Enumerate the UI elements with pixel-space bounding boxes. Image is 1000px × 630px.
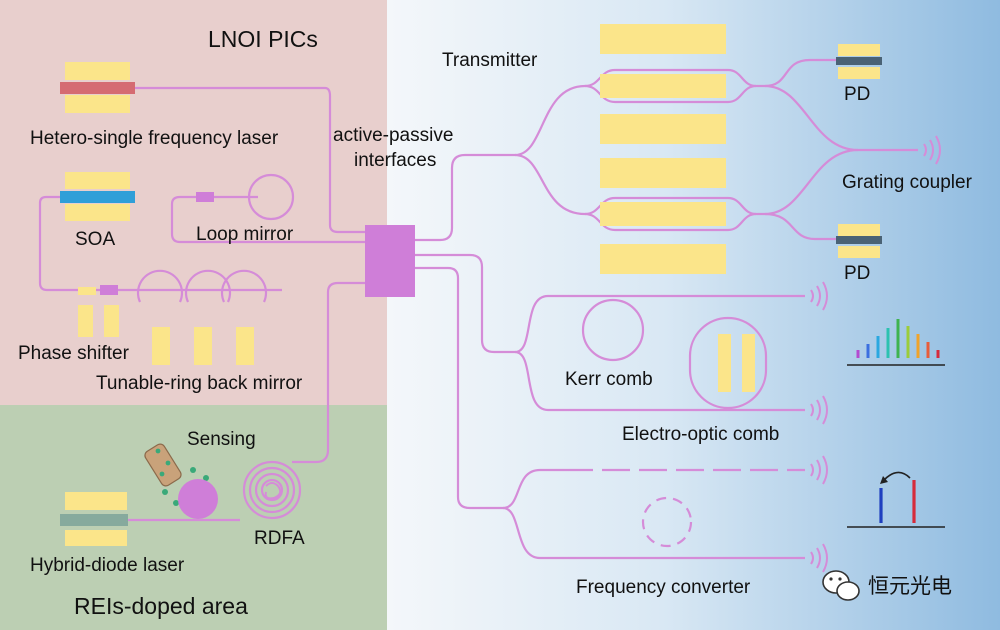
pd-top-electrode-1: [838, 44, 880, 56]
interface-to-converter: [415, 266, 503, 510]
eo-comb-electrode-2: [742, 334, 755, 392]
loop-mirror-loop: [247, 173, 295, 221]
ring-heater-2: [194, 327, 212, 365]
pics-region-title: LNOI PICs: [208, 26, 318, 52]
pd-top-label: PD: [844, 84, 870, 105]
phase-electrode-top: [78, 287, 96, 295]
converter-split-bottom: [502, 506, 805, 560]
mzm2-to-grating: [764, 148, 859, 216]
tunable-ring-label: Tunable-ring back mirror: [96, 373, 303, 394]
converter-ring-dashed: [641, 496, 693, 548]
rdfa-coil-3: [254, 472, 290, 508]
hybrid-laser-label: Hybrid-diode laser: [30, 555, 185, 576]
grating-coupler-icon: [923, 135, 941, 165]
pd-bottom-electrode-2: [838, 246, 880, 258]
tx-electrode-3: [600, 114, 726, 144]
wechat-icon: [822, 570, 860, 601]
ring-heater-3: [236, 327, 254, 365]
eo-comb-racetrack: [688, 316, 768, 410]
tx-electrode-2: [600, 74, 726, 98]
comb-split-top: [514, 294, 805, 354]
soa-electrode-bottom: [65, 204, 130, 221]
phase-shifter-label: Phase shifter: [18, 343, 130, 364]
kerr-comb-label: Kerr comb: [565, 369, 653, 390]
transmitter-split-top: [514, 84, 586, 157]
hetero-laser-label: Hetero-single frequency laser: [30, 128, 279, 149]
mzm1-to-grating: [764, 84, 918, 152]
hetero-laser-gain: [60, 82, 135, 94]
comb-split-bottom: [514, 350, 805, 412]
mzm1-arm-bottom: [584, 84, 757, 104]
eo-comb-electrode-1: [718, 334, 731, 392]
eo-comb-label: Electro-optic comb: [622, 424, 779, 445]
sensing-probe-icon: [144, 443, 209, 506]
ring-heater-1: [152, 327, 170, 365]
interfaces-label-line1: active-passive: [333, 125, 453, 146]
phase-coupler: [100, 285, 118, 295]
soa-phase-waveguide: [38, 195, 282, 292]
transmitter-label: Transmitter: [442, 50, 538, 71]
rdfa-label: RDFA: [254, 528, 305, 549]
grating-coupler-converter-top-icon: [810, 455, 828, 485]
rdfa-waveguide: [292, 281, 365, 464]
phase-electrode-2: [104, 305, 119, 337]
pd-top-absorber: [836, 57, 882, 65]
photonics-region: [387, 0, 1000, 630]
sensing-resonator: [178, 479, 218, 519]
grating-coupler-converter-bottom-icon: [810, 543, 828, 573]
rdfa-coil-1: [242, 460, 302, 520]
pd-top-electrode-2: [838, 67, 880, 79]
hybrid-electrode-bottom: [65, 530, 127, 546]
freq-converter-label: Frequency converter: [576, 577, 751, 598]
interface-to-combs: [415, 253, 515, 354]
interface-to-transmitter: [415, 153, 515, 242]
transmitter-split-bottom: [514, 153, 586, 216]
pd-bottom-electrode-1: [838, 224, 880, 236]
rdfa-coil-core: [264, 482, 282, 500]
interfaces-label-line2: interfaces: [354, 150, 436, 171]
grating-coupler-comb-top-icon: [810, 281, 828, 311]
grating-coupler-comb-bottom-icon: [810, 395, 828, 425]
mzm2-arm-bottom: [584, 212, 757, 232]
hybrid-laser-gain: [60, 514, 128, 526]
rdfa-coil-2: [248, 466, 296, 514]
phase-electrode-1: [78, 305, 93, 337]
mzm1-arm-top: [584, 68, 757, 88]
tx-electrode-1: [600, 24, 726, 54]
hetero-laser-waveguide: [135, 86, 365, 234]
rei-region-title: REIs-doped area: [74, 593, 248, 619]
waveguides: [38, 58, 918, 560]
pd-bottom-label: PD: [844, 263, 870, 284]
rdfa-coil-4: [260, 478, 284, 502]
converter-split-top: [502, 468, 565, 510]
grating-coupler-label: Grating coupler: [842, 172, 973, 193]
ring-2: [184, 269, 232, 303]
ring-1: [136, 269, 184, 303]
hybrid-electrode-top: [65, 492, 127, 510]
loop-mirror-waveguide: [170, 195, 365, 244]
loop-mirror-label: Loop mirror: [196, 224, 294, 245]
electrodes: [65, 24, 880, 546]
soa-gain: [60, 191, 135, 203]
active-passive-interface-block: [365, 225, 415, 297]
watermark-text: 恒元光电: [868, 575, 952, 598]
tx-electrode-6: [600, 244, 726, 274]
hetero-electrode-top: [65, 62, 130, 80]
sensing-label: Sensing: [187, 429, 256, 450]
ring-3: [220, 269, 268, 303]
hetero-electrode-bottom: [65, 95, 130, 113]
tx-electrode-4: [600, 158, 726, 188]
soa-label: SOA: [75, 229, 115, 250]
kerr-comb-ring: [581, 298, 645, 362]
frequency-conversion-icon: [847, 471, 945, 528]
tx-electrode-5: [600, 202, 726, 226]
loop-coupler: [196, 192, 214, 202]
comb-spectrum-icon: [847, 319, 945, 366]
mzm2-arm-top: [584, 196, 757, 216]
soa-electrode-top: [65, 172, 130, 189]
pd-bottom-absorber: [836, 236, 882, 244]
